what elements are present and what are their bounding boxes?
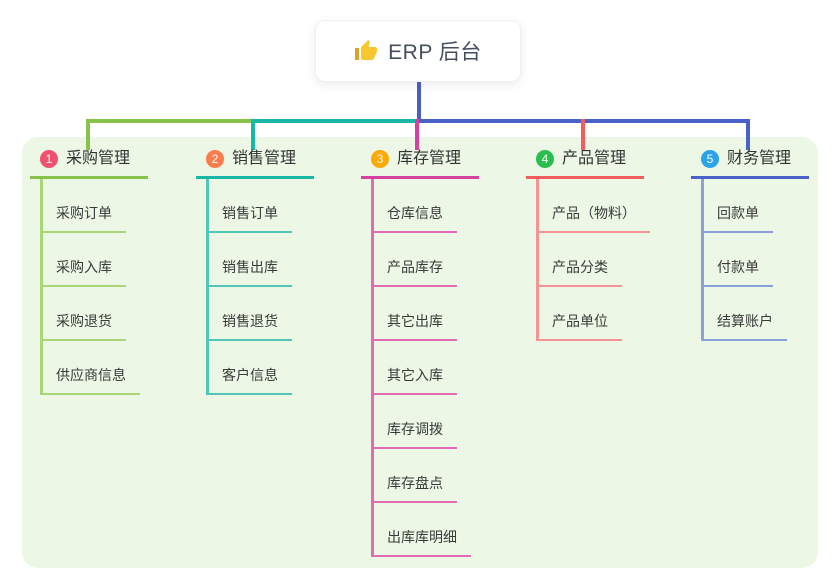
child-node[interactable]: 销售退货: [196, 287, 356, 341]
child-node[interactable]: 销售出库: [196, 233, 356, 287]
child-node[interactable]: 仓库信息: [361, 179, 521, 233]
child-node[interactable]: 结算账户: [691, 287, 839, 341]
child-label: 付款单: [717, 259, 759, 275]
branches-panel: [22, 137, 818, 568]
branch-children: 采购订单采购入库采购退货供应商信息: [30, 179, 190, 395]
child-label: 销售退货: [222, 313, 278, 329]
branch-label: 销售管理: [232, 150, 297, 167]
connector-branch-drop: [746, 119, 750, 150]
child-label: 客户信息: [222, 367, 278, 383]
child-label: 库存盘点: [387, 475, 443, 491]
child-label: 产品库存: [387, 259, 443, 275]
branch-label: 采购管理: [66, 150, 131, 167]
child-node[interactable]: 回款单: [691, 179, 839, 233]
branch-connector-line: [40, 179, 43, 394]
child-node[interactable]: 采购订单: [30, 179, 190, 233]
branch-label: 产品管理: [562, 150, 627, 167]
branch-number-badge: 4: [536, 150, 554, 168]
child-node[interactable]: 采购退货: [30, 287, 190, 341]
child-node[interactable]: 产品单位: [526, 287, 686, 341]
child-node[interactable]: 产品库存: [361, 233, 521, 287]
branch-connector-line: [536, 179, 539, 340]
child-node[interactable]: 客户信息: [196, 341, 356, 395]
root-title: ERP 后台: [388, 41, 482, 64]
child-label: 出库库明细: [387, 529, 457, 545]
branch-connector-line: [371, 179, 374, 556]
child-label: 采购入库: [56, 259, 112, 275]
connector-bus-middle: [251, 119, 419, 123]
branch-column: 4 产品管理产品（物料） 产品分类产品单位: [526, 148, 686, 341]
branch-children: 回款单付款单结算账户: [691, 179, 839, 341]
child-label: 回款单: [717, 205, 759, 221]
child-label: 供应商信息: [56, 367, 126, 383]
child-node[interactable]: 产品分类: [526, 233, 686, 287]
child-node[interactable]: 产品（物料）: [526, 179, 686, 233]
child-label: 产品分类: [552, 259, 608, 275]
branch-number-badge: 5: [701, 150, 719, 168]
branch-number-badge: 3: [371, 150, 389, 168]
child-node[interactable]: 销售订单: [196, 179, 356, 233]
child-node[interactable]: 采购入库: [30, 233, 190, 287]
child-label: 销售出库: [222, 259, 278, 275]
branch-column: 3 库存管理仓库信息产品库存其它出库其它入库库存调拨库存盘点出库库明细: [361, 148, 521, 557]
child-node[interactable]: 付款单: [691, 233, 839, 287]
branch-number-badge: 2: [206, 150, 224, 168]
child-label: 库存调拨: [387, 421, 443, 437]
branch-column: 5 财务管理回款单付款单结算账户: [691, 148, 839, 341]
connector-branch-drop: [581, 119, 585, 150]
root-node[interactable]: ERP 后台: [315, 20, 521, 82]
child-node[interactable]: 库存盘点: [361, 449, 521, 503]
child-node[interactable]: 出库库明细: [361, 503, 521, 557]
child-label: 采购退货: [56, 313, 112, 329]
branch-children: 销售订单销售出库销售退货客户信息: [196, 179, 356, 395]
connector-branch-drop: [251, 119, 255, 150]
branch-node[interactable]: 1 采购管理: [30, 148, 148, 179]
child-label: 产品单位: [552, 313, 608, 329]
connector-bus-left: [86, 119, 255, 123]
branch-column: 2 销售管理销售订单销售出库销售退货客户信息: [196, 148, 356, 395]
child-node[interactable]: 其它入库: [361, 341, 521, 395]
child-label: 仓库信息: [387, 205, 443, 221]
branch-column: 1 采购管理采购订单采购入库采购退货供应商信息: [30, 148, 190, 395]
branch-number-badge: 1: [40, 150, 58, 168]
branch-label: 财务管理: [727, 150, 792, 167]
branch-node[interactable]: 4 产品管理: [526, 148, 644, 179]
child-node[interactable]: 库存调拨: [361, 395, 521, 449]
branch-node[interactable]: 5 财务管理: [691, 148, 809, 179]
connector-root-vertical: [417, 80, 421, 123]
branch-children: 产品（物料） 产品分类产品单位: [526, 179, 686, 341]
child-label: 结算账户: [717, 313, 773, 329]
child-label: 其它出库: [387, 313, 443, 329]
child-node[interactable]: 其它出库: [361, 287, 521, 341]
child-label: 其它入库: [387, 367, 443, 383]
child-node[interactable]: 供应商信息: [30, 341, 190, 395]
branch-node[interactable]: 2 销售管理: [196, 148, 314, 179]
child-label: 销售订单: [222, 205, 278, 221]
connector-branch-drop: [86, 119, 90, 150]
child-label: 采购订单: [56, 205, 112, 221]
thumbs-up-icon: [355, 40, 378, 60]
branch-label: 库存管理: [397, 150, 462, 167]
branch-connector-line: [701, 179, 704, 340]
branch-connector-line: [206, 179, 209, 394]
branch-children: 仓库信息产品库存其它出库其它入库库存调拨库存盘点出库库明细: [361, 179, 521, 557]
branch-node[interactable]: 3 库存管理: [361, 148, 479, 179]
child-label: 产品（物料）: [552, 205, 636, 221]
connector-branch-drop: [415, 119, 419, 150]
